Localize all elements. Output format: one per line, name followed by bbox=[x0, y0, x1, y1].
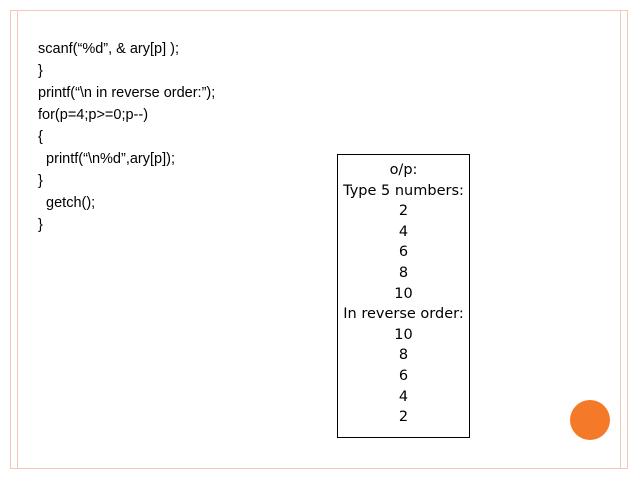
output-line: 8 bbox=[398, 264, 409, 281]
code-line: } bbox=[38, 217, 43, 233]
slide-frame bbox=[10, 10, 628, 469]
output-line: 2 bbox=[398, 409, 409, 426]
code-block: scanf(“%d”, & ary[p] ); } printf(“\n in … bbox=[38, 38, 215, 236]
output-line: 10 bbox=[394, 285, 413, 302]
code-line: printf(“\n in reverse order:”); bbox=[38, 85, 216, 101]
code-line: getch(); bbox=[38, 195, 96, 211]
code-line: } bbox=[38, 63, 43, 79]
output-line: 4 bbox=[398, 223, 409, 240]
output-box: o/p: Type 5 numbers: 2 4 6 8 10 In rever… bbox=[337, 154, 470, 438]
frame-line-right bbox=[620, 10, 621, 469]
code-line: for(p=4;p>=0;p--) bbox=[38, 107, 149, 123]
output-line: o/p: bbox=[389, 162, 418, 178]
output-line: 8 bbox=[398, 347, 409, 364]
code-line: scanf(“%d”, & ary[p] ); bbox=[38, 41, 180, 57]
output-lines: o/p: Type 5 numbers: 2 4 6 8 10 In rever… bbox=[338, 160, 469, 428]
output-line: 6 bbox=[398, 244, 409, 261]
output-line: 2 bbox=[398, 203, 409, 220]
output-line: 4 bbox=[398, 388, 409, 405]
output-line: In reverse order: bbox=[343, 306, 464, 323]
output-line: 6 bbox=[398, 367, 409, 384]
output-line: Type 5 numbers: bbox=[343, 182, 464, 199]
code-line: { bbox=[38, 129, 43, 145]
code-line: printf(“\n%d”,ary[p]); bbox=[38, 151, 175, 167]
output-line: 10 bbox=[394, 326, 413, 343]
frame-line-left bbox=[17, 10, 18, 469]
orange-circle-icon bbox=[570, 400, 610, 440]
code-line: } bbox=[38, 173, 43, 189]
